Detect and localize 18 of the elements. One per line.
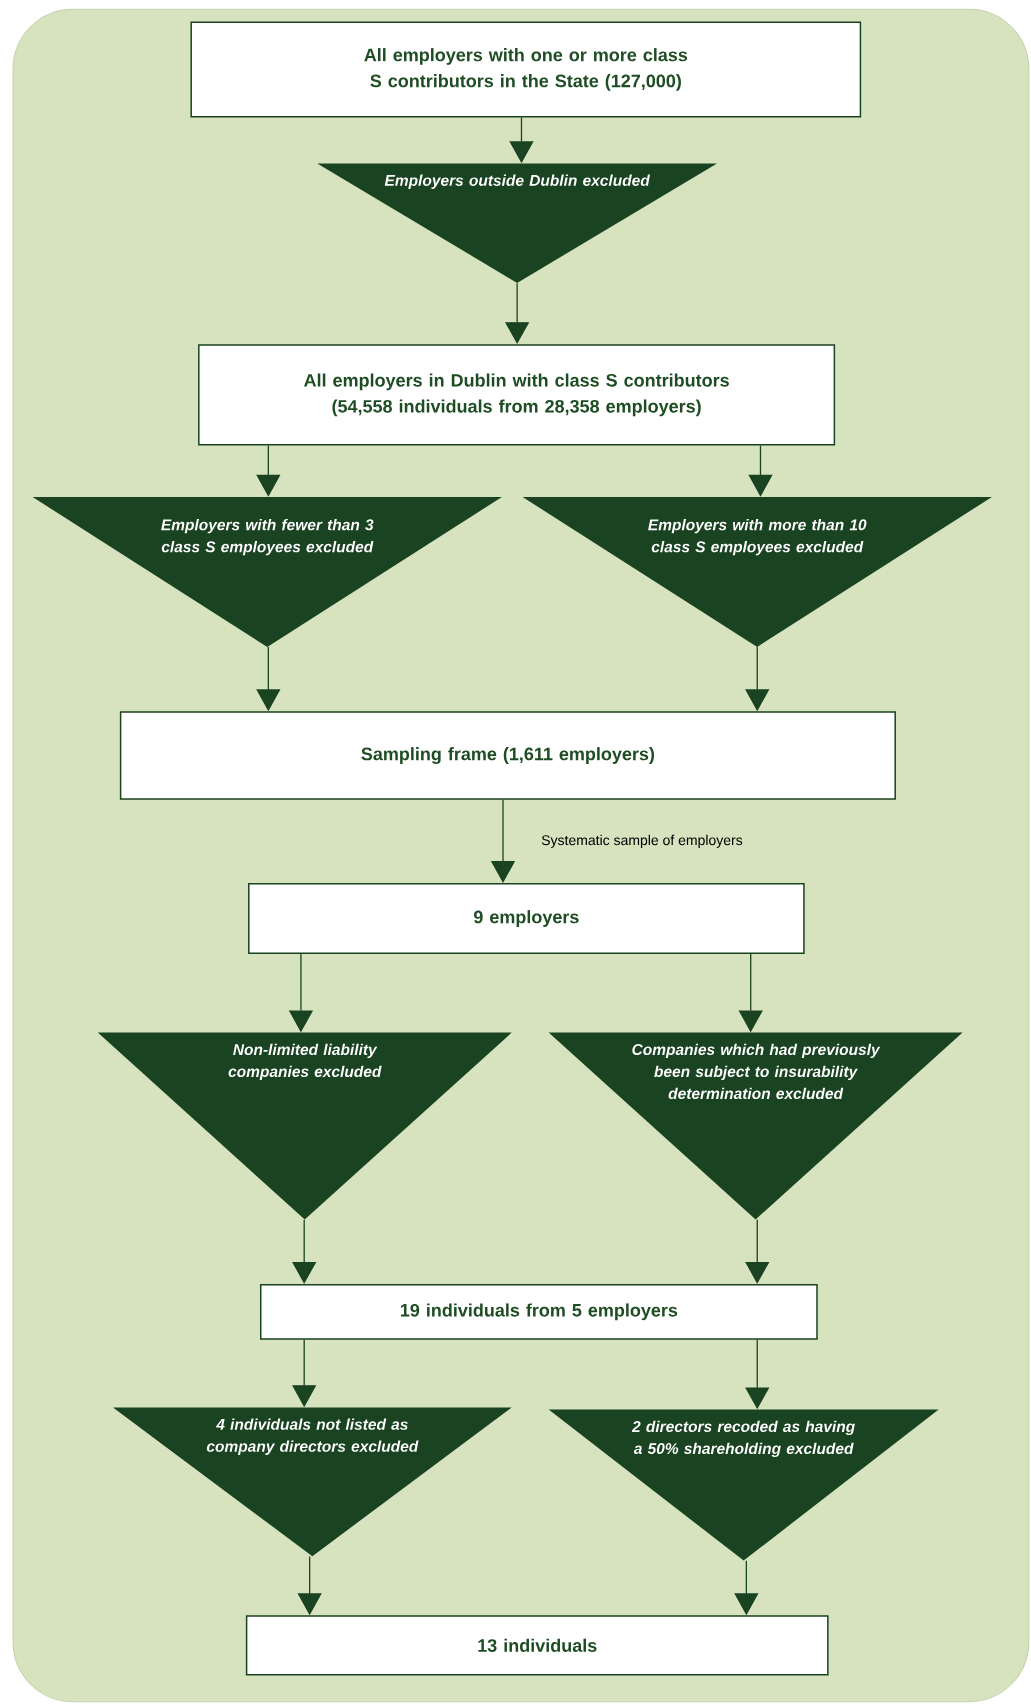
exclusion-triangle: Non-limited liability companies excluded [97, 1032, 512, 1220]
exclusion-triangle: 4 individuals not listed as company directors excluded [113, 1407, 512, 1557]
exclusion-triangle: Companies which had previously been subject to insurability determination excluded [548, 1032, 963, 1220]
exclusion-triangle: Employers with more than 10 class S employees excluded [522, 497, 992, 647]
arrow [256, 444, 281, 497]
process-box: 13 individuals [245, 1615, 829, 1676]
process-box: 9 employers [248, 883, 805, 955]
process-box: All employers with one or more class S contributors in the State (127,000) [190, 21, 862, 118]
edge-label: Systematic sample of employers [541, 834, 743, 848]
arrow [292, 1219, 317, 1284]
arrow [748, 444, 773, 497]
exclusion-triangle: Employers outside Dublin excluded [317, 163, 718, 283]
process-box: Sampling frame (1,611 employers) [119, 711, 896, 800]
process-box: 19 individuals from 5 employers [260, 1283, 818, 1340]
exclusion-triangle: Employers with fewer than 3 class S employees excluded [32, 497, 502, 647]
arrow [745, 1219, 770, 1284]
exclusion-triangle: 2 directors recoded as having a 50% shareholding excluded [548, 1409, 939, 1561]
process-box: All employers in Dublin with class S contributors (54,558 individuals from 28,358 employers) [198, 344, 836, 446]
